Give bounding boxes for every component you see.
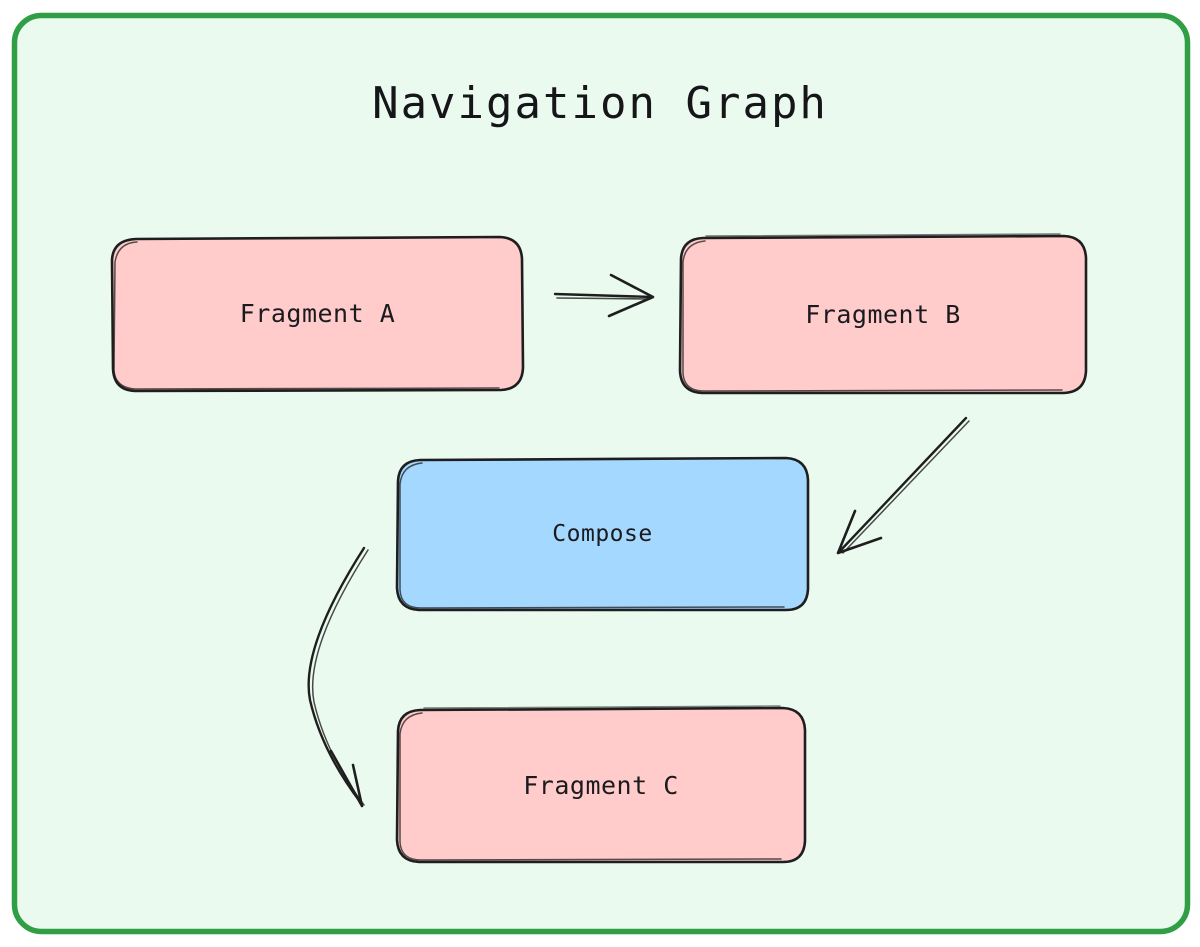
fragment-c-shape (395, 706, 807, 864)
compose-shape (395, 456, 810, 612)
edge-compose-c-curve (307, 546, 366, 805)
fragment-b-sketch-stroke (682, 240, 1063, 392)
node-fragment-b[interactable] (678, 233, 1088, 395)
node-fragment-a[interactable] (110, 235, 525, 393)
page-title: Navigation Graph (372, 78, 828, 129)
edge-a-b-arrowhead (607, 273, 655, 318)
node-fragment-c[interactable] (395, 705, 807, 864)
fragment-c-sketch-stroke (399, 712, 782, 861)
fragment-c-top-overshoot (423, 705, 781, 709)
edge-fragment-a-to-fragment-b[interactable] (553, 273, 655, 318)
edge-b-compose-line (838, 416, 968, 553)
edge-fragment-b-to-compose[interactable] (836, 416, 970, 555)
edge-a-b-line-sketch (556, 297, 651, 300)
edge-b-compose-line-sketch (842, 420, 970, 554)
fragment-a-shape (110, 235, 525, 393)
fragment-a-sketch-stroke (113, 241, 500, 390)
fragment-b-shape (678, 234, 1088, 395)
edge-compose-c-arrowhead (329, 749, 364, 808)
edge-a-b-line (553, 292, 654, 299)
edge-compose-to-fragment-c[interactable] (307, 546, 369, 808)
fragment-b-top-overshoot (705, 233, 1061, 237)
edge-b-compose-arrowhead (836, 509, 883, 555)
node-compose[interactable] (395, 456, 810, 612)
compose-sketch-stroke (399, 462, 785, 609)
